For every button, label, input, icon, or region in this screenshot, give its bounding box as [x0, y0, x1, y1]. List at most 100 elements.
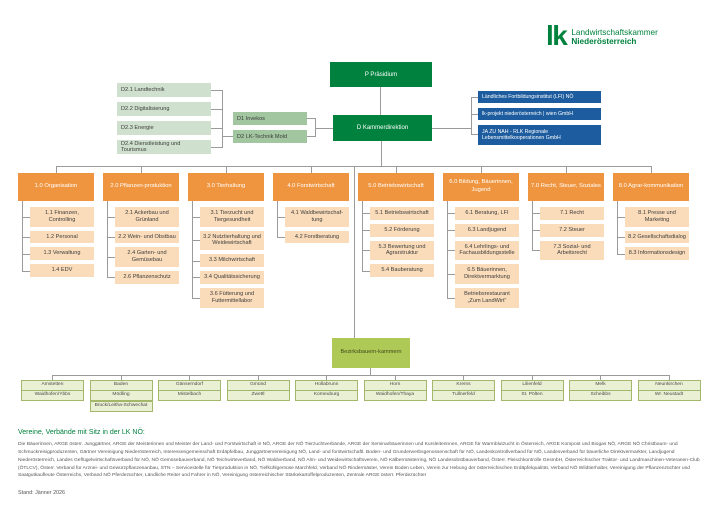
connector-line [211, 90, 222, 91]
unit-box: Betriebsrestaurant „Zum LandWirt“ [447, 287, 519, 308]
connector-line [315, 118, 316, 137]
connector-line [141, 166, 142, 173]
unit-box: 3.2 Nutztierhaltung und Weidewirtschaft [192, 230, 264, 251]
unit-box: 8.2 Gesellschaftsdialog [617, 230, 689, 244]
unit-box: 8.1 Presse und Marketing [617, 207, 689, 227]
d-unit-box: D2.1 Landtechnik [117, 83, 211, 97]
district-cell: Neunkirchen [637, 379, 701, 391]
department-unit-list: 8.1 Presse und Marketing 8.2 Gesellschaft… [617, 207, 689, 261]
connector-line [532, 201, 533, 251]
unit-box: 6.1 Beratung, LFI [447, 207, 519, 220]
connector-line [222, 90, 223, 148]
connector-line [307, 118, 315, 119]
department-header: 2.0 Pflanzen-produktion [103, 173, 179, 201]
affiliate-box: JA ZU NAH - RLK Regionale Lebensmittelko… [478, 125, 601, 145]
connector-line [222, 136, 233, 137]
district-cell: Gmünd [226, 379, 290, 391]
connector-line [471, 114, 478, 115]
connector-line [432, 128, 471, 129]
lk-logo: lk Landwirtschaftskammer Niederösterreic… [546, 22, 658, 50]
department-unit-list: 3.1 Tierzucht und Tiergesundheit 3.2 Nutz… [192, 207, 264, 308]
district-cell: Mistelbach [158, 390, 221, 401]
district-cell: Waidhofen/Ybbs [21, 390, 84, 401]
praesidium-box: P Präsidium [330, 62, 432, 87]
unit-box: 3.6 Fütterung und Futtermittellabor [192, 287, 264, 308]
unit-box: 4.2 Forstberatung [277, 230, 349, 244]
affiliate-box: Ländliches Fortbildungsinstitut (LFI) NÖ [478, 91, 601, 103]
unit-box: 5.3 Bewertung und Agrarstruktur [362, 240, 434, 261]
unit-box: 1.2 Personal [22, 230, 94, 244]
district-cell: Korneuburg [295, 390, 358, 401]
connector-line [617, 201, 618, 254]
connector-line [189, 375, 190, 380]
district-cell: Horn [363, 379, 427, 391]
unit-box: 3.3 Milchwirtschaft [192, 254, 264, 268]
district-cell: Gänserndorf [158, 379, 221, 391]
d-unit-box: D2.4 Dienstleistung und Tourismus [117, 140, 211, 154]
connector-line [370, 368, 371, 375]
unit-box: 5.2 Förderung [362, 223, 434, 237]
connector-line [22, 201, 23, 271]
department-header: 3.0 Tierhaltung [188, 173, 264, 201]
connector-line [381, 141, 382, 166]
connector-line [354, 166, 355, 338]
connector-line [471, 134, 478, 135]
connector-line [566, 166, 567, 173]
district-cell: Lilienfeld [500, 379, 564, 391]
footer-stand: Stand: Jänner 2026 [18, 490, 66, 496]
unit-box: 2.6 Pflanzenschutz [107, 271, 179, 284]
connector-line [532, 375, 533, 380]
logo-line2: Niederösterreich [571, 37, 637, 47]
bezirksbauernkammern-box: Bezirksbauern-kammern [332, 338, 410, 368]
connector-line [651, 166, 652, 173]
affiliate-box: lk-projekt niederösterreich | wien GmbH [478, 108, 601, 120]
department-header: 4.0 Forstwirtschaft [273, 173, 349, 201]
department-header: 5.0 Betriebswirtschaft [358, 173, 434, 201]
footer-body: Die Bäuerinnen, ARGE österr. Junggärtner… [18, 442, 700, 479]
district-cell: St. Pölten [500, 390, 564, 401]
district-cell: Hollabrunn [295, 379, 358, 391]
district-cell: Bruck/Leitha-Schwechat [89, 400, 153, 412]
connector-line [447, 201, 448, 298]
unit-box: 7.1 Recht [532, 207, 604, 220]
connector-line [277, 201, 278, 238]
unit-box: 7.2 Steuer [532, 223, 604, 237]
connector-line [463, 375, 464, 380]
connector-line [211, 128, 222, 129]
unit-box: 2.4 Garten- und Gemüsebau [107, 247, 179, 268]
connector-line [669, 375, 670, 380]
d-unit-box: D2.2 Digitalisierung [117, 102, 211, 116]
d-unit-box: D2.3 Energie [117, 121, 211, 135]
district-cell: Krems [432, 379, 495, 391]
unit-box: 3.1 Tierzucht und Tiergesundheit [192, 207, 264, 227]
unit-box: 1.1 Finanzen, Controlling [22, 207, 94, 227]
connector-line [315, 128, 333, 129]
connector-line [121, 375, 122, 380]
footer-heading: Vereine, Verbände mit Sitz in der LK NÖ: [18, 429, 145, 436]
connector-line [471, 97, 472, 135]
district-cell: Scheibbs [569, 390, 632, 401]
department-column: 2.0 Pflanzen-produktion 2.1 Ackerbau und … [103, 173, 179, 288]
connector-line [52, 375, 670, 376]
connector-line [600, 375, 601, 380]
department-column: 3.0 Tierhaltung 3.1 Tierzucht und Tierges… [188, 173, 264, 312]
connector-line [107, 201, 108, 278]
connector-line [362, 201, 363, 271]
connector-line [211, 109, 222, 110]
unit-box: 6.3 Landjugend [447, 223, 519, 237]
district-cell: Melk [569, 379, 632, 391]
